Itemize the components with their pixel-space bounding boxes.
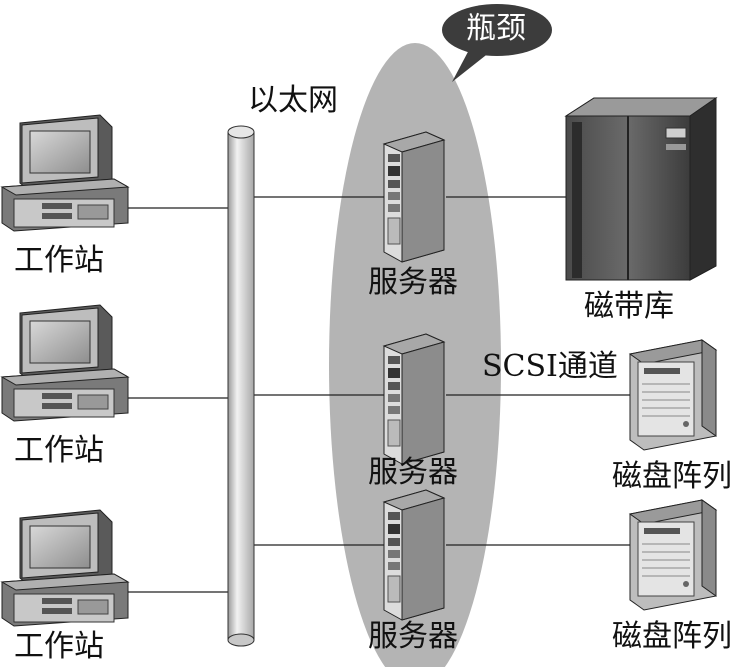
disk-array-label-2: 磁盘阵列: [612, 619, 732, 654]
connection-lines: [128, 196, 630, 593]
server-icon-3: [382, 489, 446, 621]
workstation-icon-1: [0, 114, 130, 232]
server-label-2: 服务器: [368, 455, 458, 490]
scsi-channel-label: SCSI通道: [482, 349, 618, 384]
server-label-3: 服务器: [368, 619, 458, 654]
workstation-icon-3: [0, 509, 130, 627]
workstation-label-3: 工作站: [14, 629, 104, 664]
server-icon-1: [382, 131, 446, 263]
server-icon-2: [382, 333, 446, 465]
tape-library-label: 磁带库: [584, 289, 674, 324]
server-label-1: 服务器: [368, 265, 458, 300]
workstation-icon-2: [0, 304, 130, 422]
ethernet-label: 以太网: [248, 83, 338, 118]
disk-array-icon-2: [628, 499, 718, 611]
bottleneck-callout: [442, 4, 552, 82]
workstation-label-1: 工作站: [14, 243, 104, 278]
workstation-label-2: 工作站: [14, 433, 104, 468]
bottleneck-label: 瓶颈: [466, 11, 526, 46]
disk-array-label-1: 磁盘阵列: [612, 459, 732, 494]
disk-array-icon-1: [628, 339, 718, 451]
tape-library-icon: [564, 97, 718, 281]
ethernet-pipe: [227, 125, 255, 647]
